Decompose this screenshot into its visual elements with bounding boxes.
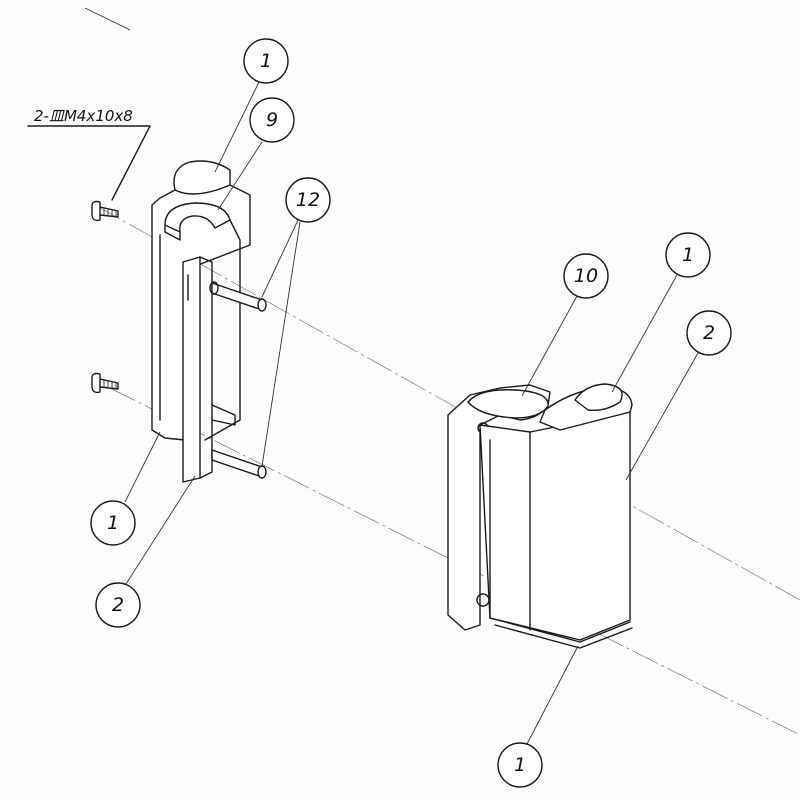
- svg-text:12: 12: [296, 189, 320, 211]
- svg-text:10: 10: [574, 265, 598, 287]
- balloon-1-left: 1: [90, 500, 136, 546]
- svg-text:1: 1: [514, 754, 526, 776]
- right-hinge-assembly: [447, 383, 633, 649]
- balloon-2-right: 2: [686, 310, 732, 356]
- svg-text:2: 2: [703, 322, 715, 344]
- balloon-1-top: 1: [243, 38, 289, 84]
- fastener-callout: 2-皿M4x10x8: [27, 107, 151, 201]
- leader-lines: [124, 81, 699, 745]
- balloon-2-left: 2: [95, 582, 141, 628]
- screw-top: [91, 200, 119, 222]
- svg-text:9: 9: [266, 109, 278, 131]
- fastener-note: 2-皿M4x10x8: [34, 107, 133, 125]
- balloon-9: 9: [249, 97, 295, 143]
- screw-bottom: [91, 372, 119, 394]
- balloon-10: 10: [563, 253, 609, 299]
- pin-bottom: [211, 449, 267, 479]
- svg-text:1: 1: [107, 512, 119, 534]
- svg-text:1: 1: [260, 50, 272, 72]
- balloon-1-right: 1: [665, 232, 711, 278]
- svg-text:2: 2: [112, 594, 124, 616]
- left-hinge-assembly: [151, 160, 267, 483]
- balloon-12: 12: [285, 177, 331, 223]
- balloon-1-bottom: 1: [497, 742, 543, 788]
- svg-text:1: 1: [682, 244, 694, 266]
- pin-top: [209, 281, 267, 312]
